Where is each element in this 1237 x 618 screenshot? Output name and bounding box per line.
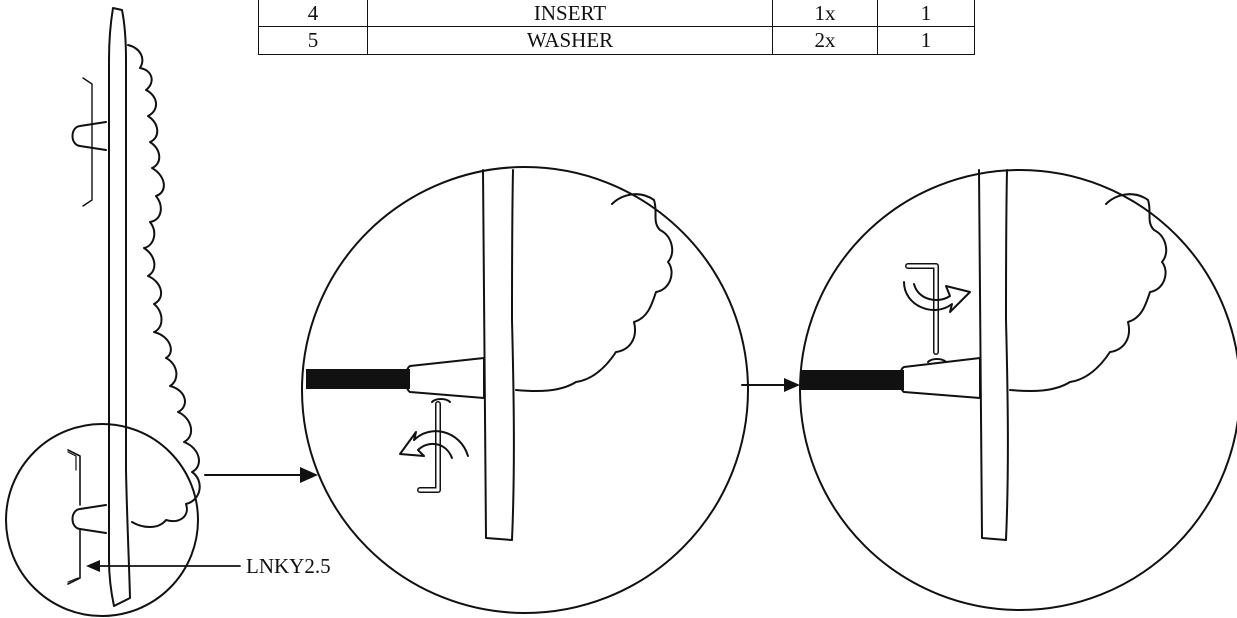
part-number: 5 — [258, 26, 368, 55]
part-name: WASHER — [367, 26, 773, 55]
part-number: 4 — [258, 0, 368, 27]
part-quantity: 1x — [772, 0, 878, 27]
table-row: 5 WASHER 2x 1 — [258, 26, 975, 55]
part-step: 1 — [877, 26, 975, 55]
detail-circle-step2 — [799, 169, 1237, 611]
detail-circle-step1 — [301, 166, 749, 614]
panel-side-view — [71, 7, 201, 607]
part-quantity: 2x — [772, 26, 878, 55]
part-step: 1 — [877, 0, 975, 27]
detail-circle-small — [5, 423, 199, 617]
parts-table: 4 INSERT 1x 1 5 WASHER 2x 1 — [258, 0, 975, 55]
table-row: 4 INSERT 1x 1 — [258, 0, 975, 27]
part-name: INSERT — [367, 0, 773, 27]
hex-key-callout-label: LNKY2.5 — [246, 554, 331, 578]
